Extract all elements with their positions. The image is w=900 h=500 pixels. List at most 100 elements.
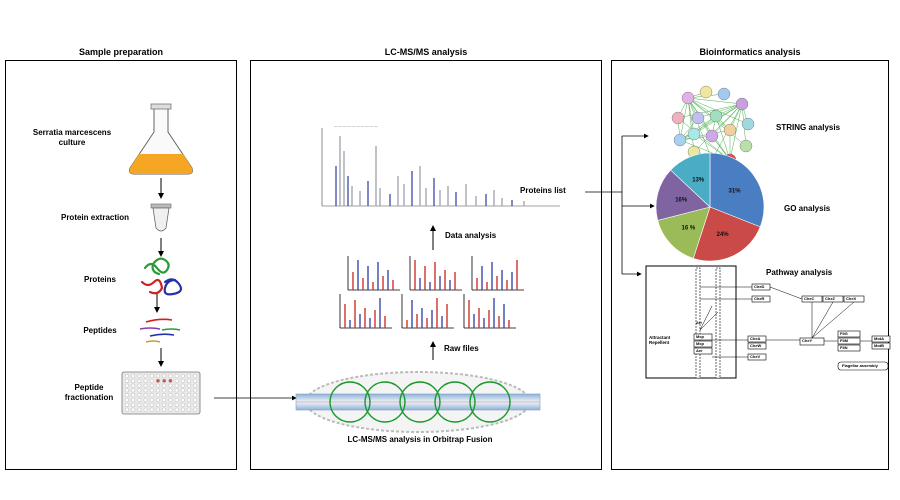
flagellar-assembly-label: Flagellar assembly [842, 363, 878, 368]
well [131, 398, 136, 402]
network-node [699, 85, 713, 99]
pathway-node-label: CheY [802, 338, 813, 343]
well [156, 374, 160, 378]
well [162, 378, 167, 383]
well [143, 402, 148, 407]
well [137, 383, 142, 388]
well [193, 378, 198, 383]
pathway-node-label: CheX [846, 296, 857, 301]
tube-icon [150, 203, 172, 232]
sample-prep-panel [5, 60, 237, 470]
pie-slice [670, 152, 711, 208]
pie-slice [655, 169, 711, 221]
bioinformatics-title: Bioinformatics analysis [699, 47, 801, 57]
network-node [739, 139, 753, 153]
network-node [735, 97, 749, 111]
well [187, 378, 191, 383]
well [168, 374, 173, 378]
flask-icon [129, 103, 193, 175]
well [149, 407, 154, 412]
well [168, 393, 173, 398]
peptides-label: Peptides [83, 326, 117, 335]
proteins-icon [140, 257, 183, 296]
string-network-icon [671, 85, 755, 167]
well [180, 383, 185, 388]
well [168, 383, 173, 388]
well [174, 374, 179, 378]
network-node [687, 127, 701, 141]
well [174, 398, 179, 402]
pie-label: 31% [729, 188, 742, 194]
raw-files-label: Raw files [444, 344, 479, 353]
sample-prep-title: Sample preparation [78, 47, 164, 57]
well [193, 402, 198, 407]
well [168, 402, 173, 407]
pathway-node-label: FliM [840, 338, 848, 343]
well [187, 374, 191, 378]
well [131, 374, 136, 378]
well [143, 378, 148, 383]
culture-label: Serratia marcescens culture [32, 128, 112, 147]
well [156, 393, 160, 398]
well [143, 407, 148, 412]
well [187, 388, 191, 393]
well [125, 383, 129, 388]
well [137, 398, 142, 402]
pathway-node-label: FliG [840, 331, 848, 336]
well [125, 374, 129, 378]
well [125, 407, 129, 412]
well [187, 398, 191, 402]
pathway-node-label: Aer [696, 348, 703, 353]
pie-slice [709, 152, 765, 228]
pie-label: 16 % [682, 225, 696, 231]
data-analysis-label: Data analysis [445, 231, 497, 240]
svg-text:— — — — — — — — — —: — — — — — — — — — — [334, 124, 378, 128]
well [162, 402, 167, 407]
well [187, 383, 191, 388]
network-node [673, 133, 687, 147]
network-node [717, 87, 731, 101]
well [156, 383, 160, 388]
network-node [709, 109, 723, 123]
well [149, 393, 154, 398]
well [143, 374, 148, 378]
peptides-icon [139, 318, 181, 343]
well [162, 388, 167, 393]
fractionation-label: Peptide fractionation [64, 383, 114, 402]
well [174, 378, 179, 383]
well [143, 398, 148, 402]
well [137, 378, 142, 383]
well [187, 407, 191, 412]
well [149, 383, 154, 388]
well [168, 407, 173, 412]
well [193, 407, 198, 412]
pathway-node-label: Mcp [696, 341, 704, 346]
well [180, 402, 185, 407]
pathway-node-label: CheD [754, 284, 765, 289]
pathway-node-label: Arr [696, 320, 703, 325]
pathway-node-label: CheA [750, 336, 761, 341]
lcms-title: LC-MS/MS analysis [384, 47, 468, 57]
mass-spectrum-icon: — — — — — — — — — — [321, 124, 560, 207]
pathway-node-label: MotB [874, 343, 884, 348]
go-pie-chart: 31%24%16 %16%13% [655, 152, 765, 262]
pathway-analysis-label: Pathway analysis [766, 268, 833, 277]
well [162, 383, 167, 388]
well [162, 393, 167, 398]
lcms-panel [250, 60, 602, 470]
network-node [691, 111, 705, 125]
pie-label: 16% [675, 198, 688, 204]
well [180, 374, 185, 378]
orbitrap-icon [295, 371, 541, 433]
pathway-node-label: MotA [874, 336, 884, 341]
network-node [671, 111, 685, 125]
well [193, 374, 198, 378]
well [187, 402, 191, 407]
well [193, 383, 198, 388]
well [156, 407, 160, 412]
well [168, 398, 173, 402]
pathway-node-label: CheV [750, 354, 761, 359]
pie-slice [692, 206, 761, 262]
